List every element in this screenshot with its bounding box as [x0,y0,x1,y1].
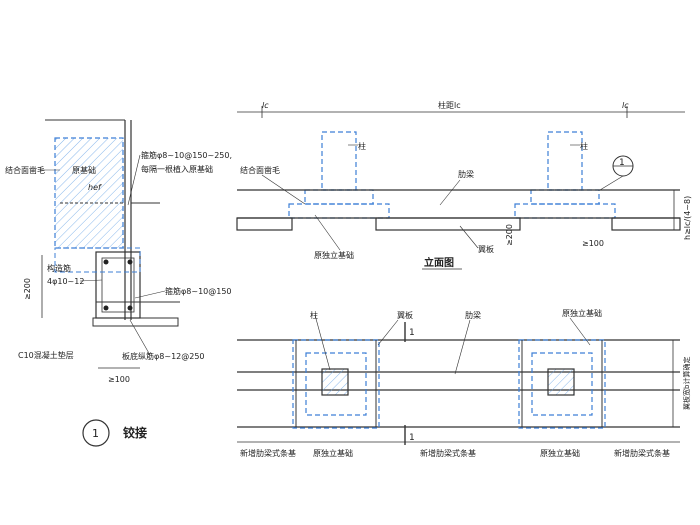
original-foundation-plan-right [518,339,606,429]
plan-bottom-label-1: 新增肋梁式条基 [240,448,296,458]
label-combined-surface-elev: 结合面凿毛 [240,165,280,175]
label-column-left-elev: 柱 [358,141,366,151]
label-stirrup-bottom: 箍筋φ8~10@150 [165,286,232,296]
original-foundation-hatch [55,138,123,248]
original-foundation-plan-left [292,339,380,429]
left-section-detail [40,119,180,369]
plan-bottom-label-5: 新增肋梁式条基 [614,448,670,458]
elevation-title: 立面图 [424,256,454,269]
callout-number: 1 [92,427,99,440]
label-dim-100-elev: ≥100 [582,239,604,248]
section-marker-plan-bottom: 1 [409,433,415,443]
label-column-right-elev: 柱 [580,141,588,151]
plan-bottom-label-2: 原独立基础 [313,448,353,458]
plan-bottom-label-3: 新增肋梁式条基 [420,448,476,458]
label-bottom-bar: 板底纵筋φ8~12@250 [122,351,205,361]
label-rib-beam-elev: 肋梁 [458,169,474,179]
label-width-note: 翼板宽b计算确定 [682,357,691,410]
callout-circle [82,419,110,447]
column-plan-left [322,369,348,395]
dim-lc-left: lc [262,101,269,110]
section-marker-elev: 1 [619,158,625,168]
dim-column-spacing: 柱距lc [438,100,461,110]
label-flange-plate-elev: 翼板 [478,244,494,254]
elevation-view [236,106,685,251]
label-c10-cushion: C10混凝土垫层 [18,350,74,360]
label-combined-surface-left: 结合面凿毛 [5,165,45,175]
new-beam-section [95,251,141,319]
column-plan-right [548,369,574,395]
label-dim-100-left: ≥100 [108,375,130,384]
dim-lc-right: lc [622,101,629,110]
plan-bottom-label-4: 原独立基础 [540,448,580,458]
label-original-foundation-plan: 原独立基础 [562,308,602,318]
label-rib-beam-plan: 肋梁 [465,310,481,320]
label-dim-200-left: ≥200 [23,278,32,300]
label-construction-bar: 构造筋 [47,263,71,273]
plan-view [237,314,680,445]
column-left-elev [321,131,357,191]
label-original-foundation-left: 原基础 [72,165,96,175]
label-original-foundation-elev: 原独立基础 [314,250,354,260]
label-dim-200-elev: ≥200 [505,224,514,246]
section-marker-plan-top: 1 [409,328,415,338]
column-right-elev [547,131,583,191]
label-construction-bar-spec: 4φ10~12 [47,277,84,286]
label-height-elev: h≥lc/(4~8) [683,196,692,240]
label-stirrup-top-note: 每隔一根植入原基础 [141,164,213,174]
label-flange-plate-plan: 翼板 [397,310,413,320]
label-stirrup-top: 箍筋φ8~10@150~250, [141,150,232,160]
c10-cushion-layer [92,317,179,327]
label-hef: hef [88,183,102,192]
label-column-plan: 柱 [310,310,318,320]
callout-text: 铰接 [123,425,147,440]
